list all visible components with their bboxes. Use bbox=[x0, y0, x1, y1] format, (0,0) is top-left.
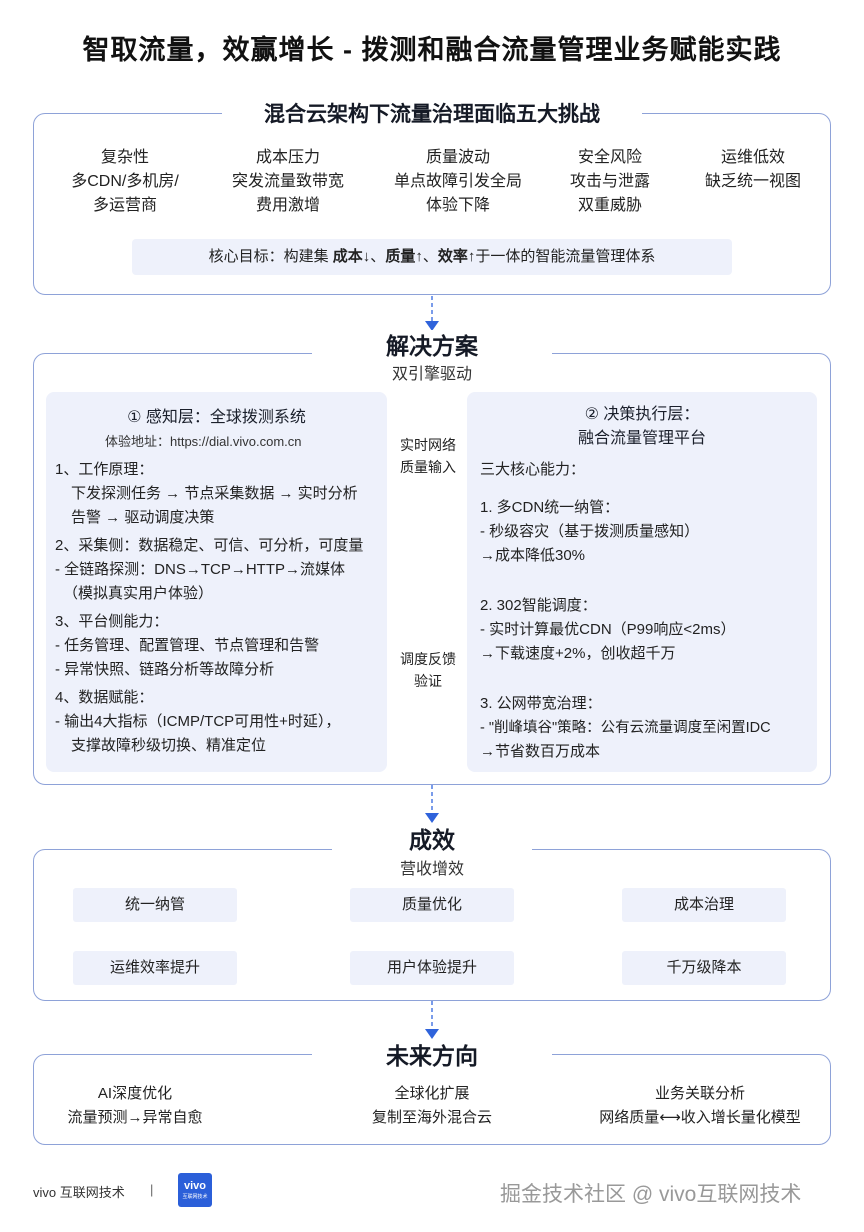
challenge-title: 安全风险 bbox=[577, 149, 642, 166]
future-title: 业务关联分析 bbox=[654, 1085, 745, 1102]
challenge-detail: 体验下降 bbox=[425, 197, 490, 214]
goal-prefix: 核心目标：构建集 bbox=[208, 248, 333, 265]
detail-line: 1. 多CDN统一纳管： bbox=[480, 499, 620, 516]
challenge-detail: 双重威胁 bbox=[577, 197, 642, 214]
perception-details: 1、工作原理： 下发探测任务 → 节点采集数据 → 实时分析 告警 → 驱动调度… bbox=[55, 458, 385, 758]
decision-layer-title: ② 决策执行层： 融合流量管理平台 bbox=[467, 403, 817, 451]
challenge-security: 安全风险 攻击与泄露 双重威胁 bbox=[545, 146, 675, 218]
detail-line: 1、工作原理： bbox=[55, 461, 154, 478]
challenge-detail: 费用激增 bbox=[255, 197, 320, 214]
detail-line: 三大核心能力： bbox=[480, 461, 586, 478]
future-ai-optimization: AI深度优化 流量预测→异常自愈 bbox=[45, 1082, 225, 1130]
result-cost-governance: 成本治理 bbox=[622, 888, 786, 922]
detail-line: 3. 公网带宽治理： bbox=[480, 695, 602, 712]
detail-line: 4、数据赋能： bbox=[55, 689, 154, 706]
detail-line: 支撑故障秒级切换、精准定位 bbox=[71, 737, 267, 754]
detail-line: - 输出4大指标（ICMP/TCP可用性+时延）， bbox=[55, 713, 341, 730]
results-heading: 成效 bbox=[332, 824, 532, 856]
detail-line: 下发探测任务 → 节点采集数据 → 实时分析 bbox=[71, 485, 358, 502]
goal-quality: 质量↑ bbox=[385, 248, 423, 265]
feedback-label: 调度反馈 验证 bbox=[388, 648, 468, 692]
challenge-detail: 多运营商 bbox=[92, 197, 157, 214]
detail-line: →下载速度+2%，创收超千万 bbox=[480, 645, 676, 662]
goal-separator: 、 bbox=[422, 248, 438, 265]
challenge-detail: 多CDN/多机房/ bbox=[71, 173, 179, 190]
perception-layer-title: ① 感知层：全球拨测系统 bbox=[127, 409, 306, 426]
decision-details: 三大核心能力： 1. 多CDN统一纳管： - 秒级容灾（基于拨测质量感知） →成… bbox=[480, 458, 815, 764]
result-ops-efficiency: 运维效率提升 bbox=[73, 951, 237, 985]
page-title: 智取流量，效赢增长 - 拨测和融合流量管理业务赋能实践 bbox=[82, 35, 782, 65]
challenge-title: 复杂性 bbox=[100, 149, 149, 166]
arrow-label-line: 验证 bbox=[414, 673, 442, 689]
arrow-label-line: 质量输入 bbox=[400, 459, 456, 475]
challenge-title: 成本压力 bbox=[255, 149, 320, 166]
future-title: 全球化扩展 bbox=[394, 1085, 470, 1102]
detail-line: - 异常快照、链路分析等故障分析 bbox=[55, 661, 275, 678]
challenge-cost: 成本压力 突发流量致带宽 费用激增 bbox=[208, 146, 368, 218]
realtime-input-label: 实时网络 质量输入 bbox=[388, 434, 468, 478]
challenge-detail: 缺乏统一视图 bbox=[704, 173, 801, 190]
goal-efficiency: 效率↑ bbox=[437, 248, 476, 265]
detail-line: 2、采集侧：数据稳定、可信、可分析，可度量 bbox=[55, 537, 364, 554]
decision-title-line: 融合流量管理平台 bbox=[577, 430, 706, 447]
challenge-detail: 单点故障引发全局 bbox=[393, 173, 522, 190]
future-desc: 网络质量⟷收入增长量化模型 bbox=[599, 1109, 801, 1126]
decision-title-line: ② 决策执行层： bbox=[584, 406, 700, 423]
challenge-ops: 运维低效 缺乏统一视图 bbox=[688, 146, 818, 194]
logo-caption: 互联网技术 bbox=[182, 1194, 208, 1200]
solution-subheading: 双引擎驱动 bbox=[391, 366, 472, 383]
goal-cost: 成本↓ bbox=[332, 248, 371, 265]
goal-suffix: 于一体的智能流量管理体系 bbox=[475, 248, 656, 265]
result-unified-management: 统一纳管 bbox=[73, 888, 237, 922]
challenge-quality: 质量波动 单点故障引发全局 体验下降 bbox=[378, 146, 538, 218]
future-desc: 流量预测→异常自愈 bbox=[67, 1109, 203, 1126]
detail-line: →节省数百万成本 bbox=[480, 743, 601, 760]
result-quality-optimization: 质量优化 bbox=[350, 888, 514, 922]
detail-line: - 全链路探测：DNS→TCP→HTTP→流媒体 bbox=[55, 561, 345, 578]
detail-line: →成本降低30% bbox=[480, 547, 586, 564]
detail-line: （模拟真实用户体验） bbox=[63, 585, 214, 602]
detail-line: 告警 → 驱动调度决策 bbox=[71, 509, 215, 526]
perception-layer-box bbox=[46, 392, 387, 772]
core-goal: 核心目标：构建集 成本↓、质量↑、效率↑于一体的智能流量管理体系 bbox=[132, 239, 732, 275]
dial-address: 体验地址：https://dial.vivo.com.cn bbox=[105, 434, 302, 449]
arrow-head bbox=[425, 1029, 439, 1039]
goal-separator: 、 bbox=[370, 248, 386, 265]
vivo-logo: vivo 互联网技术 bbox=[178, 1173, 212, 1207]
future-title: AI深度优化 bbox=[97, 1085, 173, 1102]
challenge-title: 质量波动 bbox=[425, 149, 490, 166]
future-globalization: 全球化扩展 复制至海外混合云 bbox=[342, 1082, 522, 1130]
logo-wordmark: vivo bbox=[183, 1180, 206, 1192]
detail-line: 3、平台侧能力： bbox=[55, 613, 169, 630]
watermark: 掘金技术社区 @ vivo互联网技术 bbox=[500, 1183, 802, 1206]
future-business-analysis: 业务关联分析 网络质量⟷收入增长量化模型 bbox=[580, 1082, 820, 1130]
solution-heading: 解决方案 bbox=[312, 330, 552, 362]
arrow-label-line: 实时网络 bbox=[400, 437, 456, 453]
challenge-complexity: 复杂性 多CDN/多机房/ 多运营商 bbox=[55, 146, 195, 218]
footer-divider: | bbox=[150, 1182, 154, 1197]
result-cost-reduction: 千万级降本 bbox=[622, 951, 786, 985]
future-desc: 复制至海外混合云 bbox=[371, 1109, 492, 1126]
results-subheading: 营收增效 bbox=[399, 861, 464, 878]
challenge-detail: 攻击与泄露 bbox=[569, 173, 650, 190]
challenge-title: 运维低效 bbox=[720, 149, 785, 166]
arrow-label-line: 调度反馈 bbox=[400, 651, 456, 667]
arrow-head bbox=[425, 813, 439, 823]
challenge-detail: 突发流量致带宽 bbox=[231, 173, 344, 190]
detail-line: - 任务管理、配置管理、节点管理和告警 bbox=[55, 637, 320, 654]
detail-line: - "削峰填谷"策略：公有云流量调度至闲置IDC bbox=[480, 720, 771, 736]
challenges-heading: 混合云架构下流量治理面临五大挑战 bbox=[222, 100, 642, 130]
future-heading: 未来方向 bbox=[312, 1040, 552, 1072]
detail-line: - 实时计算最优CDN（P99响应<2ms） bbox=[480, 621, 736, 638]
detail-line: 2. 302智能调度： bbox=[480, 597, 597, 614]
decision-layer-box bbox=[467, 392, 817, 772]
arrow-head bbox=[425, 321, 439, 331]
detail-line: - 秒级容灾（基于拨测质量感知） bbox=[480, 523, 700, 540]
result-user-experience: 用户体验提升 bbox=[350, 951, 514, 985]
footer-brand: vivo 互联网技术 bbox=[33, 1185, 125, 1200]
